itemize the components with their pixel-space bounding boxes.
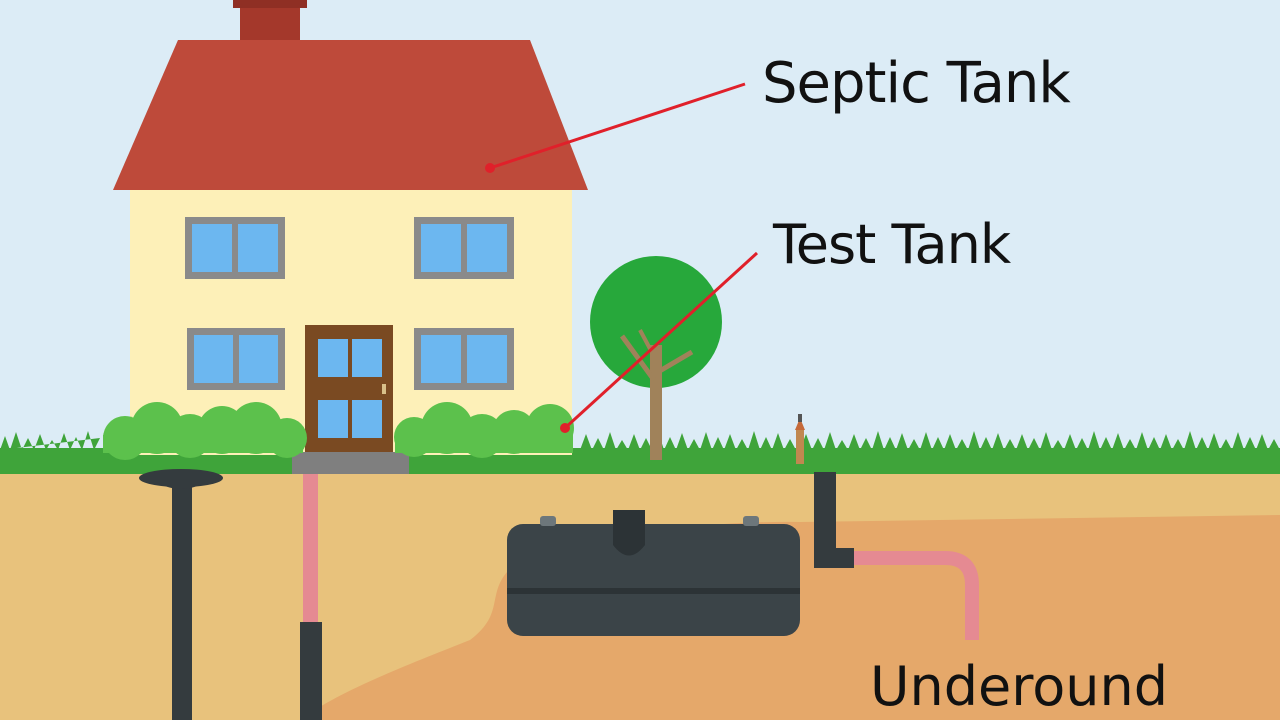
house-roof <box>113 40 588 190</box>
chimney-cap <box>233 0 307 8</box>
house-icon <box>103 0 588 474</box>
tank-band <box>507 588 800 594</box>
marker-post-icon <box>795 414 805 464</box>
window-upper-right <box>414 217 514 279</box>
underground-label: Underound <box>870 655 1169 718</box>
tree-trunk <box>650 345 662 460</box>
window-lower-right <box>414 328 514 390</box>
pointer-septic-tank <box>489 82 746 170</box>
house-drain-pipe <box>300 474 322 720</box>
pointer-lines <box>485 82 759 433</box>
bush-right <box>394 402 574 458</box>
septic-tank-icon <box>507 510 800 636</box>
vent-pipe-icon <box>139 469 223 720</box>
tank-inlet-neck <box>613 510 645 556</box>
front-door <box>305 325 393 452</box>
outlet-pipe <box>814 472 979 640</box>
window-lower-left <box>187 328 285 390</box>
bush-left <box>103 402 307 460</box>
tank-body <box>507 524 800 636</box>
door-step <box>292 452 409 474</box>
tree-icon <box>590 256 722 460</box>
test-tank-label: Test Tank <box>773 213 1011 276</box>
pointer-test-tank <box>563 251 759 430</box>
septic-tank-label: Septic Tank <box>762 51 1071 116</box>
window-upper-left <box>185 217 285 279</box>
grass-blades <box>0 431 1280 450</box>
